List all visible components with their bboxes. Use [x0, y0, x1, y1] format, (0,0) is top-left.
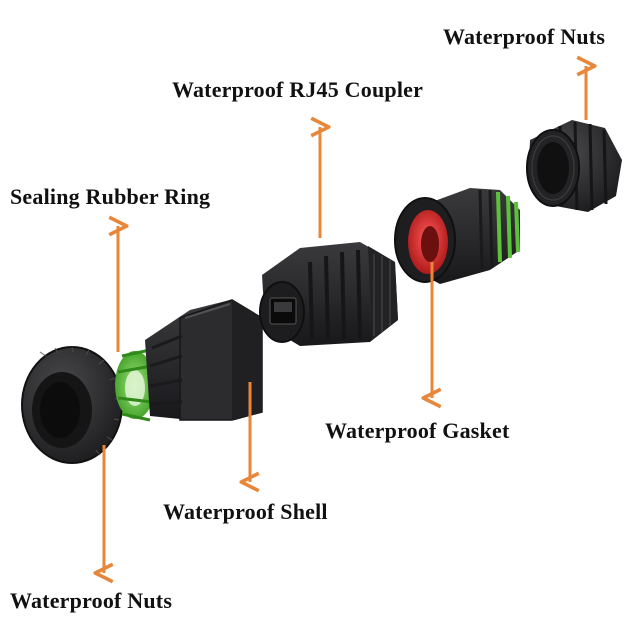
label-nuts-bottom: Waterproof Nuts [10, 588, 173, 613]
rj45-coupler [259, 242, 398, 346]
gasket-shell [394, 188, 520, 284]
label-nuts-top: Waterproof Nuts [443, 24, 606, 49]
label-gasket: Waterproof Gasket [325, 418, 510, 443]
label-sealing-ring: Sealing Rubber Ring [10, 184, 211, 209]
label-coupler: Waterproof RJ45 Coupler [172, 77, 424, 102]
sealing-ring [115, 348, 155, 422]
left-nut [21, 346, 123, 464]
waterproof-shell [145, 299, 263, 421]
right-nut [526, 120, 622, 212]
label-shell: Waterproof Shell [163, 499, 328, 524]
arrows [104, 66, 586, 573]
